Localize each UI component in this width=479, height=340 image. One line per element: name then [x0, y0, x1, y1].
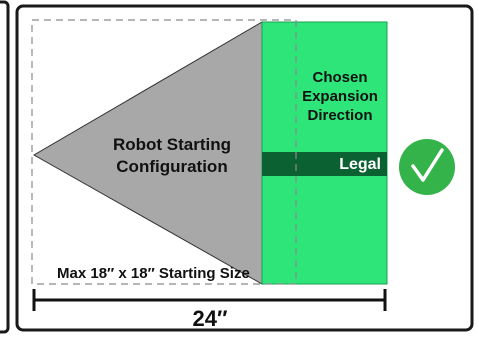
starting-size-label: Max 18″ x 18″ Starting Size	[57, 265, 250, 282]
left-panel-edge	[0, 0, 10, 334]
legal-label: Legal	[339, 156, 381, 173]
robot-label-line2: Configuration	[116, 157, 227, 176]
starting-size-box	[31, 19, 297, 285]
dimension-label: 24″	[192, 306, 227, 331]
checkmark-icon	[399, 139, 455, 195]
robot-label-line1: Robot Starting	[113, 135, 231, 154]
expansion-label-line1: Chosen	[312, 69, 367, 86]
expansion-label-line2: Expansion	[302, 88, 378, 105]
expansion-label-line3: Direction	[307, 107, 372, 124]
legal-bar	[262, 152, 387, 176]
